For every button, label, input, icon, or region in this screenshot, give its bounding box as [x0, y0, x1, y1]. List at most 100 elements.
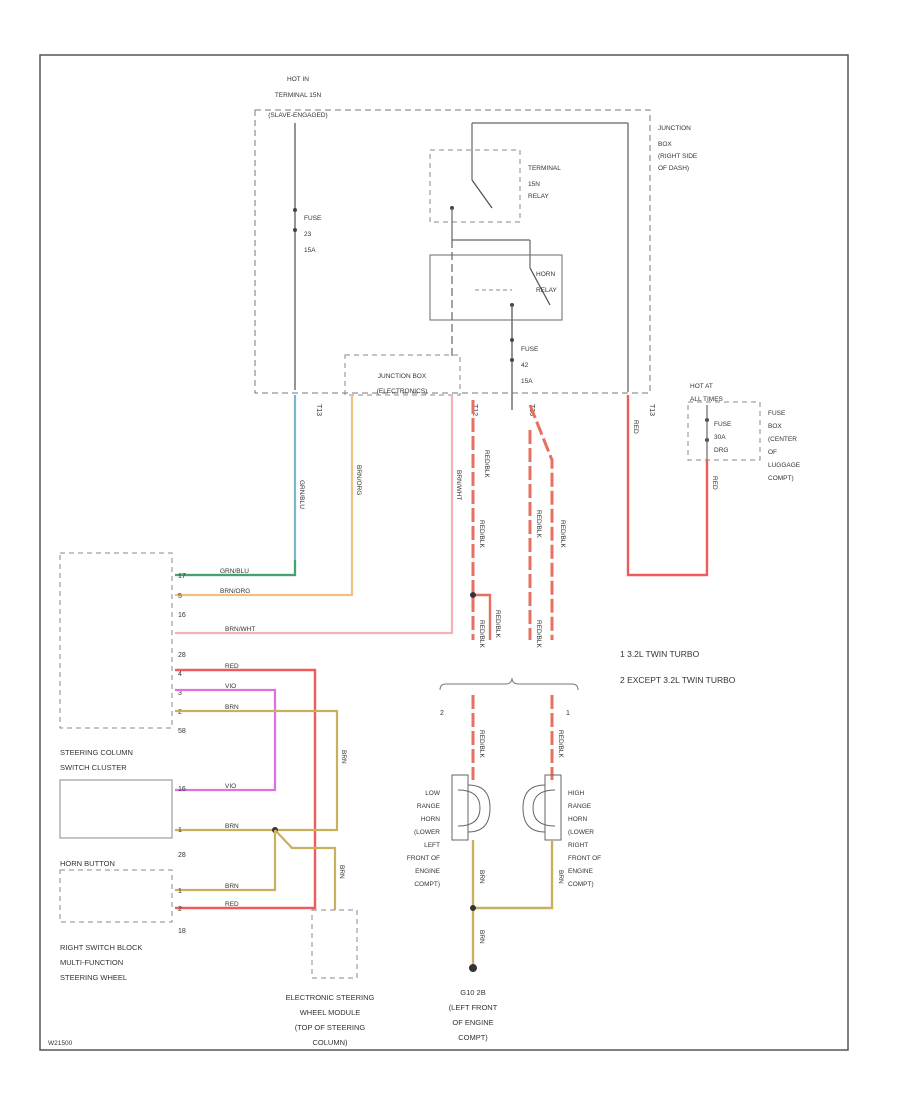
right-switch-block [59, 869, 173, 923]
svg-text:16: 16 [178, 612, 186, 619]
wire-label-brn-vert: BRN [340, 750, 347, 764]
svg-text:LUGGAGE: LUGGAGE [768, 462, 801, 469]
svg-text:COMPT): COMPT) [768, 475, 794, 482]
wire-label-brn-low: BRN [225, 823, 239, 830]
wire-horn-loop [473, 593, 492, 640]
svg-text:BOX: BOX [658, 141, 672, 148]
fuse-42-terminal-top [510, 338, 514, 342]
svg-text:FRONT OF: FRONT OF [407, 855, 440, 862]
junction-box-electronics-outline [344, 354, 461, 396]
svg-text:COMPT): COMPT) [458, 1033, 488, 1042]
svg-text:HOT AT: HOT AT [690, 383, 713, 390]
fuse-30a-label: FUSE 30A DRG [714, 421, 732, 454]
right-switch-block-label: RIGHT SWITCH BLOCK MULTI-FUNCTION STEERI… [60, 943, 142, 982]
svg-text:BOX: BOX [768, 423, 782, 430]
junction-box-dash-label: JUNCTION BOX (RIGHT SIDE OF DASH) [658, 125, 698, 172]
fuse-23-label: FUSE 23 15A [304, 215, 322, 254]
terminal-15n-relay-label: TERMINAL 15N RELAY [528, 165, 561, 200]
wire-label-grn-blu-h: GRN/BLU [220, 568, 249, 575]
svg-text:30A: 30A [714, 434, 726, 441]
svg-text:HORN BUTTON: HORN BUTTON [60, 859, 115, 868]
electronic-steering-wheel-module [311, 909, 358, 979]
low-range-horn [451, 774, 491, 841]
high-range-horn-label: HIGH RANGE HORN (LOWER RIGHT FRONT OF EN… [568, 790, 601, 888]
wire-label-grn-blu: GRN/BLU [298, 480, 305, 509]
wire-brn [175, 709, 339, 832]
note-marker-1: 1 [566, 710, 570, 717]
svg-text:(LEFT FRONT: (LEFT FRONT [449, 1003, 498, 1012]
horn-button-pins: 16 1 28 [178, 786, 186, 859]
svg-text:FUSE: FUSE [768, 410, 786, 417]
wire-red [175, 668, 317, 910]
svg-text:OF: OF [768, 449, 777, 456]
svg-text:42: 42 [521, 362, 529, 369]
wire-grn-blu [175, 395, 297, 577]
svg-text:TERMINAL: TERMINAL [528, 165, 561, 172]
svg-text:HOT IN: HOT IN [287, 76, 309, 83]
svg-text:ENGINE: ENGINE [415, 868, 441, 875]
wire-horn-feed-right [528, 404, 554, 640]
svg-text:(ELECTRONICS): (ELECTRONICS) [377, 388, 428, 395]
svg-text:4: 4 [178, 671, 182, 678]
fuse-23-terminal-top [293, 208, 297, 212]
note-2: 2 EXCEPT 3.2L TWIN TURBO [620, 675, 736, 685]
wire-label-brn-wht: BRN/WHT [225, 626, 255, 633]
option-bracket [439, 677, 579, 691]
svg-text:(RIGHT SIDE: (RIGHT SIDE [658, 153, 698, 160]
steering-column-pins: 17 5 16 28 4 3 2 58 [178, 573, 186, 735]
electronic-module-label: ELECTRONIC STEERING WHEEL MODULE (TOP OF… [286, 993, 375, 1047]
wire-label-vio: VIO [225, 683, 236, 690]
svg-text:DRG: DRG [714, 447, 728, 454]
wire-label-gnd-high: BRN [557, 870, 564, 884]
wire-label-brn-org-vert: BRN/ORG [355, 465, 362, 495]
svg-text:RELAY: RELAY [528, 193, 549, 200]
wire-vio [175, 688, 277, 792]
note-1: 1 3.2L TWIN TURBO [620, 649, 700, 659]
svg-text:RANGE: RANGE [417, 803, 441, 810]
svg-text:FRONT OF: FRONT OF [568, 855, 601, 862]
svg-text:RIGHT SWITCH BLOCK: RIGHT SWITCH BLOCK [60, 943, 142, 952]
fuse-42-terminal-bottom [510, 358, 514, 362]
svg-text:FUSE: FUSE [304, 215, 322, 222]
svg-text:(TOP OF STEERING: (TOP OF STEERING [295, 1023, 366, 1032]
wire-label-red-left-b: RED/BLK [478, 620, 485, 648]
svg-text:ELECTRONIC STEERING: ELECTRONIC STEERING [286, 993, 375, 1002]
wire-label-red-left-a: RED/BLK [478, 520, 485, 548]
wire-label-horn-high: RED/BLK [557, 730, 564, 758]
svg-text:23: 23 [304, 231, 312, 238]
svg-text:STEERING COLUMN: STEERING COLUMN [60, 748, 133, 757]
svg-text:HIGH: HIGH [568, 790, 585, 797]
wire-label-red-right-a: RED/BLK [535, 510, 542, 538]
terminal-15n-relay-outline [429, 149, 521, 223]
wire-label-red-left: RED/BLK [483, 450, 490, 478]
wire-brn-org [175, 395, 354, 597]
svg-text:16: 16 [178, 786, 186, 793]
right-switch-block-pins: 1 2 18 [178, 888, 186, 935]
horn-feed-splice [470, 592, 476, 598]
svg-text:(SLAVE-ENGAGED): (SLAVE-ENGAGED) [268, 112, 327, 119]
junction-box-dash-outline [254, 109, 651, 394]
svg-text:5: 5 [178, 593, 182, 600]
svg-text:MULTI-FUNCTION: MULTI-FUNCTION [60, 958, 123, 967]
wire-batt-red [626, 395, 709, 577]
svg-text:COMPT): COMPT) [568, 881, 594, 888]
svg-text:17: 17 [178, 573, 186, 580]
hot-terminal-label: HOT IN TERMINAL 15N (SLAVE-ENGAGED) [268, 76, 327, 119]
svg-text:15N: 15N [528, 181, 540, 188]
svg-text:WHEEL MODULE: WHEEL MODULE [300, 1008, 361, 1017]
wire-gnd-high [473, 840, 554, 910]
hot-at-all-times-label: HOT AT ALL TIMES [690, 383, 724, 403]
svg-text:1: 1 [178, 827, 182, 834]
svg-text:OF DASH): OF DASH) [658, 165, 689, 172]
wire-label-vio-low: VIO [225, 783, 236, 790]
fuse-23-terminal-bottom [293, 228, 297, 232]
wire-label-red-right-b: RED/BLK [535, 620, 542, 648]
steering-column-label: STEERING COLUMN SWITCH CLUSTER [60, 748, 133, 772]
svg-text:58: 58 [178, 728, 186, 735]
pin-t13: T13 [315, 404, 322, 416]
horn-button-box [59, 779, 173, 839]
relay-switch-contact [471, 179, 493, 209]
svg-text:STEERING WHEEL: STEERING WHEEL [60, 973, 127, 982]
svg-text:(CENTER: (CENTER [768, 436, 797, 443]
svg-text:2: 2 [178, 709, 182, 716]
